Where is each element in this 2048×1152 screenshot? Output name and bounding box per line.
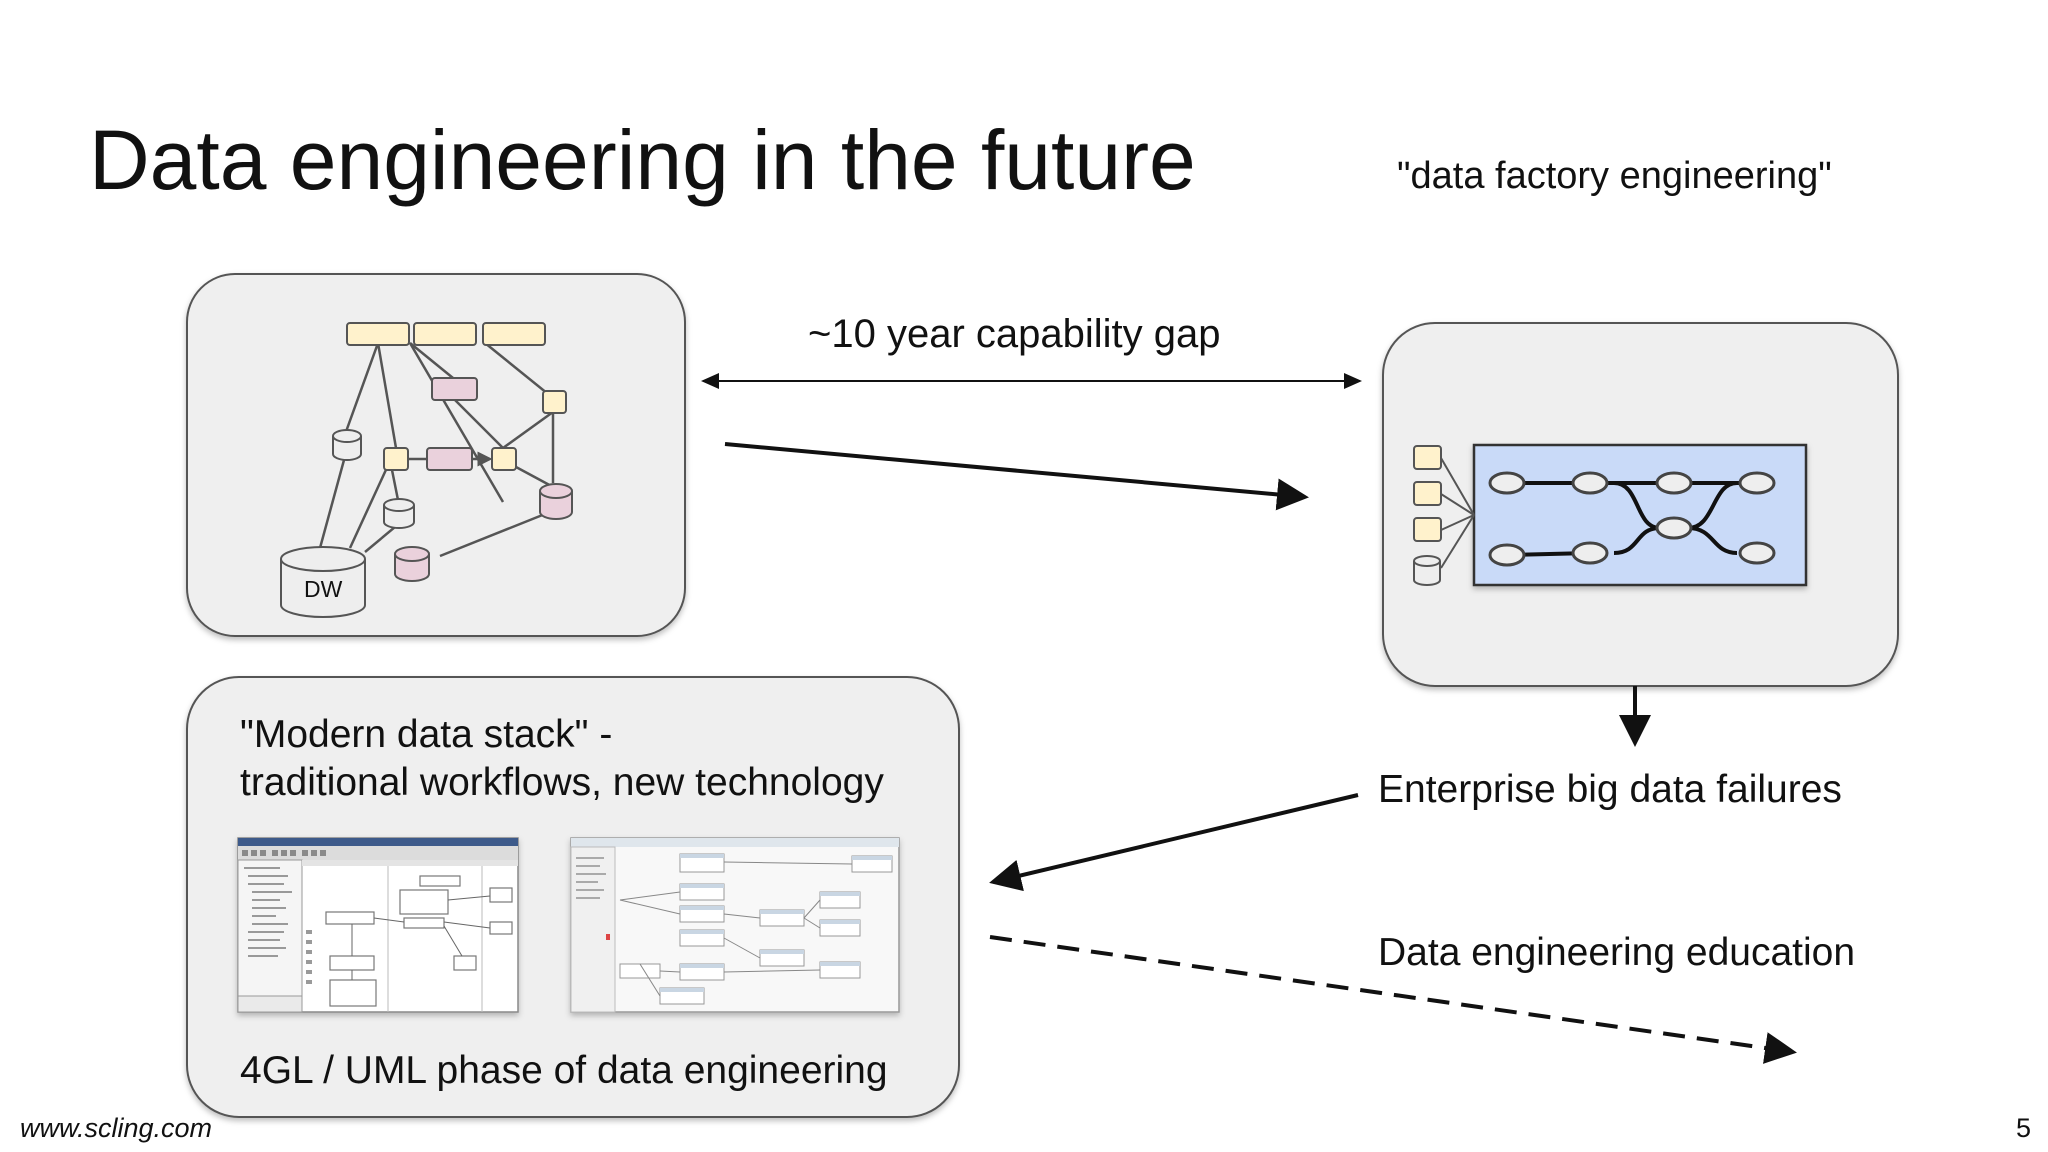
yellow-node-right: [542, 390, 567, 414]
input-node-1: [1413, 445, 1442, 470]
pipeline-node: [1571, 541, 1609, 565]
modern-stack-heading: "Modern data stack" -: [240, 713, 613, 756]
pipeline-node: [1488, 543, 1526, 567]
capability-gap-label: ~10 year capability gap: [808, 312, 1221, 356]
source-node-3: [482, 322, 546, 346]
slide-title: Data engineering in the future: [89, 113, 1196, 207]
pipeline-node: [1738, 541, 1776, 565]
failures-back-arrow: [989, 793, 1359, 892]
pink-node-1: [431, 377, 478, 401]
pipeline-node: [1571, 471, 1609, 495]
input-node-3: [1413, 517, 1442, 542]
education-label: Data engineering education: [1378, 931, 1856, 974]
pipeline-node: [1655, 516, 1693, 540]
progress-arrow: [724, 442, 1309, 511]
pipeline-nodes: [1488, 471, 1776, 567]
pipeline-node: [1655, 471, 1693, 495]
dw-icon: [280, 546, 366, 618]
input-node-2: [1413, 481, 1442, 506]
yellow-node-mid-2: [491, 447, 517, 471]
footer-url[interactable]: www.scling.com: [20, 1113, 213, 1143]
pipeline-node: [1738, 471, 1776, 495]
db-icon-1: [332, 429, 362, 461]
db-icon-2: [383, 498, 415, 529]
factory-inputs: [1413, 445, 1475, 586]
source-node-1: [346, 322, 410, 346]
db-icon-pink-2: [394, 546, 430, 582]
modern-stack-subheading: traditional workflows, new technology: [240, 761, 884, 804]
pink-node-2: [426, 447, 473, 471]
yellow-node-mid-1: [383, 447, 409, 471]
input-db-icon: [1413, 555, 1441, 586]
uml-tool-thumbnail: [237, 837, 519, 1013]
legacy-nodes: [280, 322, 573, 618]
dw-label: DW: [304, 576, 343, 602]
slide-subtitle: "data factory engineering": [1397, 155, 1832, 197]
pipeline-node: [1488, 471, 1526, 495]
source-node-2: [413, 322, 477, 346]
failures-label: Enterprise big data failures: [1378, 768, 1842, 811]
db-icon-pink-1: [539, 483, 573, 520]
workflow-tool-thumbnail: [570, 837, 900, 1013]
legacy-graph: [318, 342, 556, 558]
page-number: 5: [2016, 1113, 2032, 1143]
phase-caption: 4GL / UML phase of data engineering: [240, 1049, 888, 1092]
